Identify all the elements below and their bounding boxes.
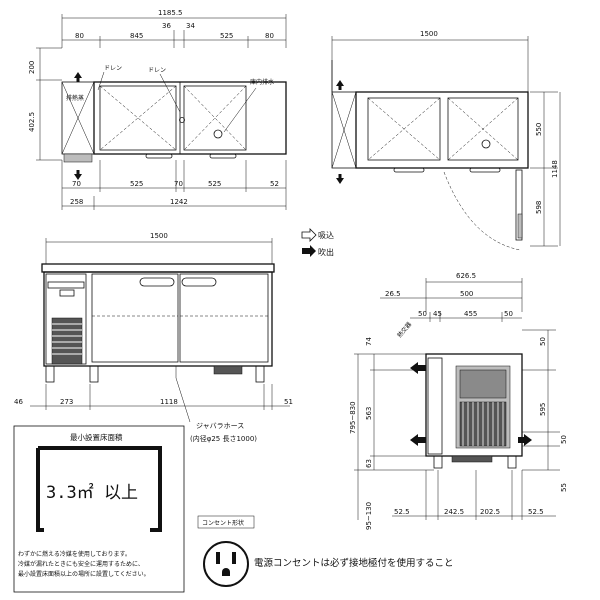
exhaust-legend-label: 吹出 xyxy=(318,247,334,257)
outlet-note: 電源コンセントは必ず接地極付を使用すること xyxy=(254,557,454,569)
dim-1242: 1242 xyxy=(170,198,188,206)
dim-34: 34 xyxy=(186,22,195,30)
dim-74: 74 xyxy=(365,337,373,346)
intake-arrow-icon xyxy=(74,72,82,82)
dim-242-5: 242.5 xyxy=(444,508,464,516)
dim-26-5: 26.5 xyxy=(385,290,401,298)
front-view: 1500 46 xyxy=(14,232,293,443)
side-exhaust-arrow-2-icon xyxy=(410,434,426,446)
side-exhaust-arrow-icon xyxy=(410,362,426,374)
drain-label-1: ドレン xyxy=(104,65,122,72)
dim-50-right: 50 xyxy=(539,337,547,346)
dim-55: 55 xyxy=(560,483,568,492)
dim-598: 598 xyxy=(535,201,543,214)
min-area-note-3: 最小設置床面積以上の場所に設置してください。 xyxy=(18,570,150,578)
dim-525-a: 525 xyxy=(130,180,143,188)
airflow-legend: 吸込 吹出 xyxy=(301,228,334,257)
plan-view: 1185.5 80 845 36 34 525 80 200 402.5 排熱蒸 xyxy=(28,9,287,210)
plan-view-door: 1500 550 598 1148 xyxy=(331,30,561,251)
dim-50-top-right: 50 xyxy=(504,310,513,318)
dim-80-right: 80 xyxy=(265,32,274,40)
dim-36: 36 xyxy=(162,22,171,30)
dim-563: 563 xyxy=(365,407,373,420)
dim-455: 455 xyxy=(464,310,477,318)
hot-air-label: 排熱蒸 xyxy=(66,94,84,102)
min-area-box: 最小設置床面積 3.3㎡ 以上 わずかに燃える冷媒を使用しております。 冷媒が漏… xyxy=(13,425,185,593)
dim-258: 258 xyxy=(70,198,83,206)
dim-52-5-right: 52.5 xyxy=(528,508,544,516)
dim-63: 63 xyxy=(365,459,373,468)
min-area-note-1: わずかに燃える冷媒を使用しております。 xyxy=(18,550,131,558)
dim-70-a: 70 xyxy=(72,180,81,188)
dim-525-top: 525 xyxy=(220,32,233,40)
min-area-title: 最小設置床面積 xyxy=(70,432,123,442)
side-louvers xyxy=(459,369,507,447)
drain-label-2: ドレン xyxy=(148,67,166,74)
min-area-value: 3.3㎡ 以上 xyxy=(46,483,138,503)
dim-200: 200 xyxy=(28,61,36,74)
dim-1118: 1118 xyxy=(160,398,178,406)
min-area-note-2: 冷媒が漏れたときにも安全に運用するために、 xyxy=(18,560,144,568)
louver-grille xyxy=(52,323,82,355)
dim-45: 45 xyxy=(433,310,442,318)
dim-550: 550 xyxy=(535,123,543,136)
heat-exchanger-label: 熱交器 xyxy=(395,320,413,339)
dim-1185-5: 1185.5 xyxy=(158,9,183,17)
dim-273: 273 xyxy=(60,398,73,406)
outlet-title: コンセント形状 xyxy=(202,519,244,527)
dim-46: 46 xyxy=(14,398,23,406)
plan-exhaust-arrow-icon xyxy=(336,174,344,184)
dim-795-830: 795~830 xyxy=(349,401,357,434)
dim-1500-front: 1500 xyxy=(150,232,168,240)
dim-1500-plan: 1500 xyxy=(420,30,438,38)
dim-50-top: 50 xyxy=(418,310,427,318)
interior-drain-label: 庫内排水 xyxy=(250,78,274,86)
plan-intake-arrow-icon xyxy=(336,80,344,90)
outlet-section: コンセント形状 電源コンセントは必ず接地極付を使用すること xyxy=(197,515,454,587)
dim-52-5-left: 52.5 xyxy=(394,508,410,516)
dim-202-5: 202.5 xyxy=(480,508,500,516)
hose-label: ジャバラホース xyxy=(196,422,244,430)
dim-595: 595 xyxy=(539,403,547,416)
dim-402-5: 402.5 xyxy=(28,112,36,132)
dim-1148: 1148 xyxy=(551,160,559,178)
dim-50-right-2: 50 xyxy=(560,435,568,444)
intake-legend-icon xyxy=(301,228,317,242)
side-view: 626.5 26.5 500 50 45 455 50 熱交器 xyxy=(349,272,568,530)
hose-spec: (内径φ25 長さ1000) xyxy=(190,434,257,443)
exhaust-legend-icon xyxy=(302,245,316,257)
dim-51: 51 xyxy=(284,398,293,406)
dim-525-b: 525 xyxy=(208,180,221,188)
dim-70-b: 70 xyxy=(174,180,183,188)
side-intake-arrow-icon xyxy=(518,434,532,446)
dim-500: 500 xyxy=(460,290,473,298)
intake-legend-label: 吸込 xyxy=(318,231,334,240)
exhaust-arrow-icon xyxy=(74,170,82,180)
dim-626-5: 626.5 xyxy=(456,272,476,280)
outlet-icon xyxy=(203,541,249,587)
dim-52: 52 xyxy=(270,180,279,188)
dim-845: 845 xyxy=(130,32,143,40)
dim-80-left: 80 xyxy=(75,32,84,40)
dim-95-130: 95~130 xyxy=(365,502,373,530)
